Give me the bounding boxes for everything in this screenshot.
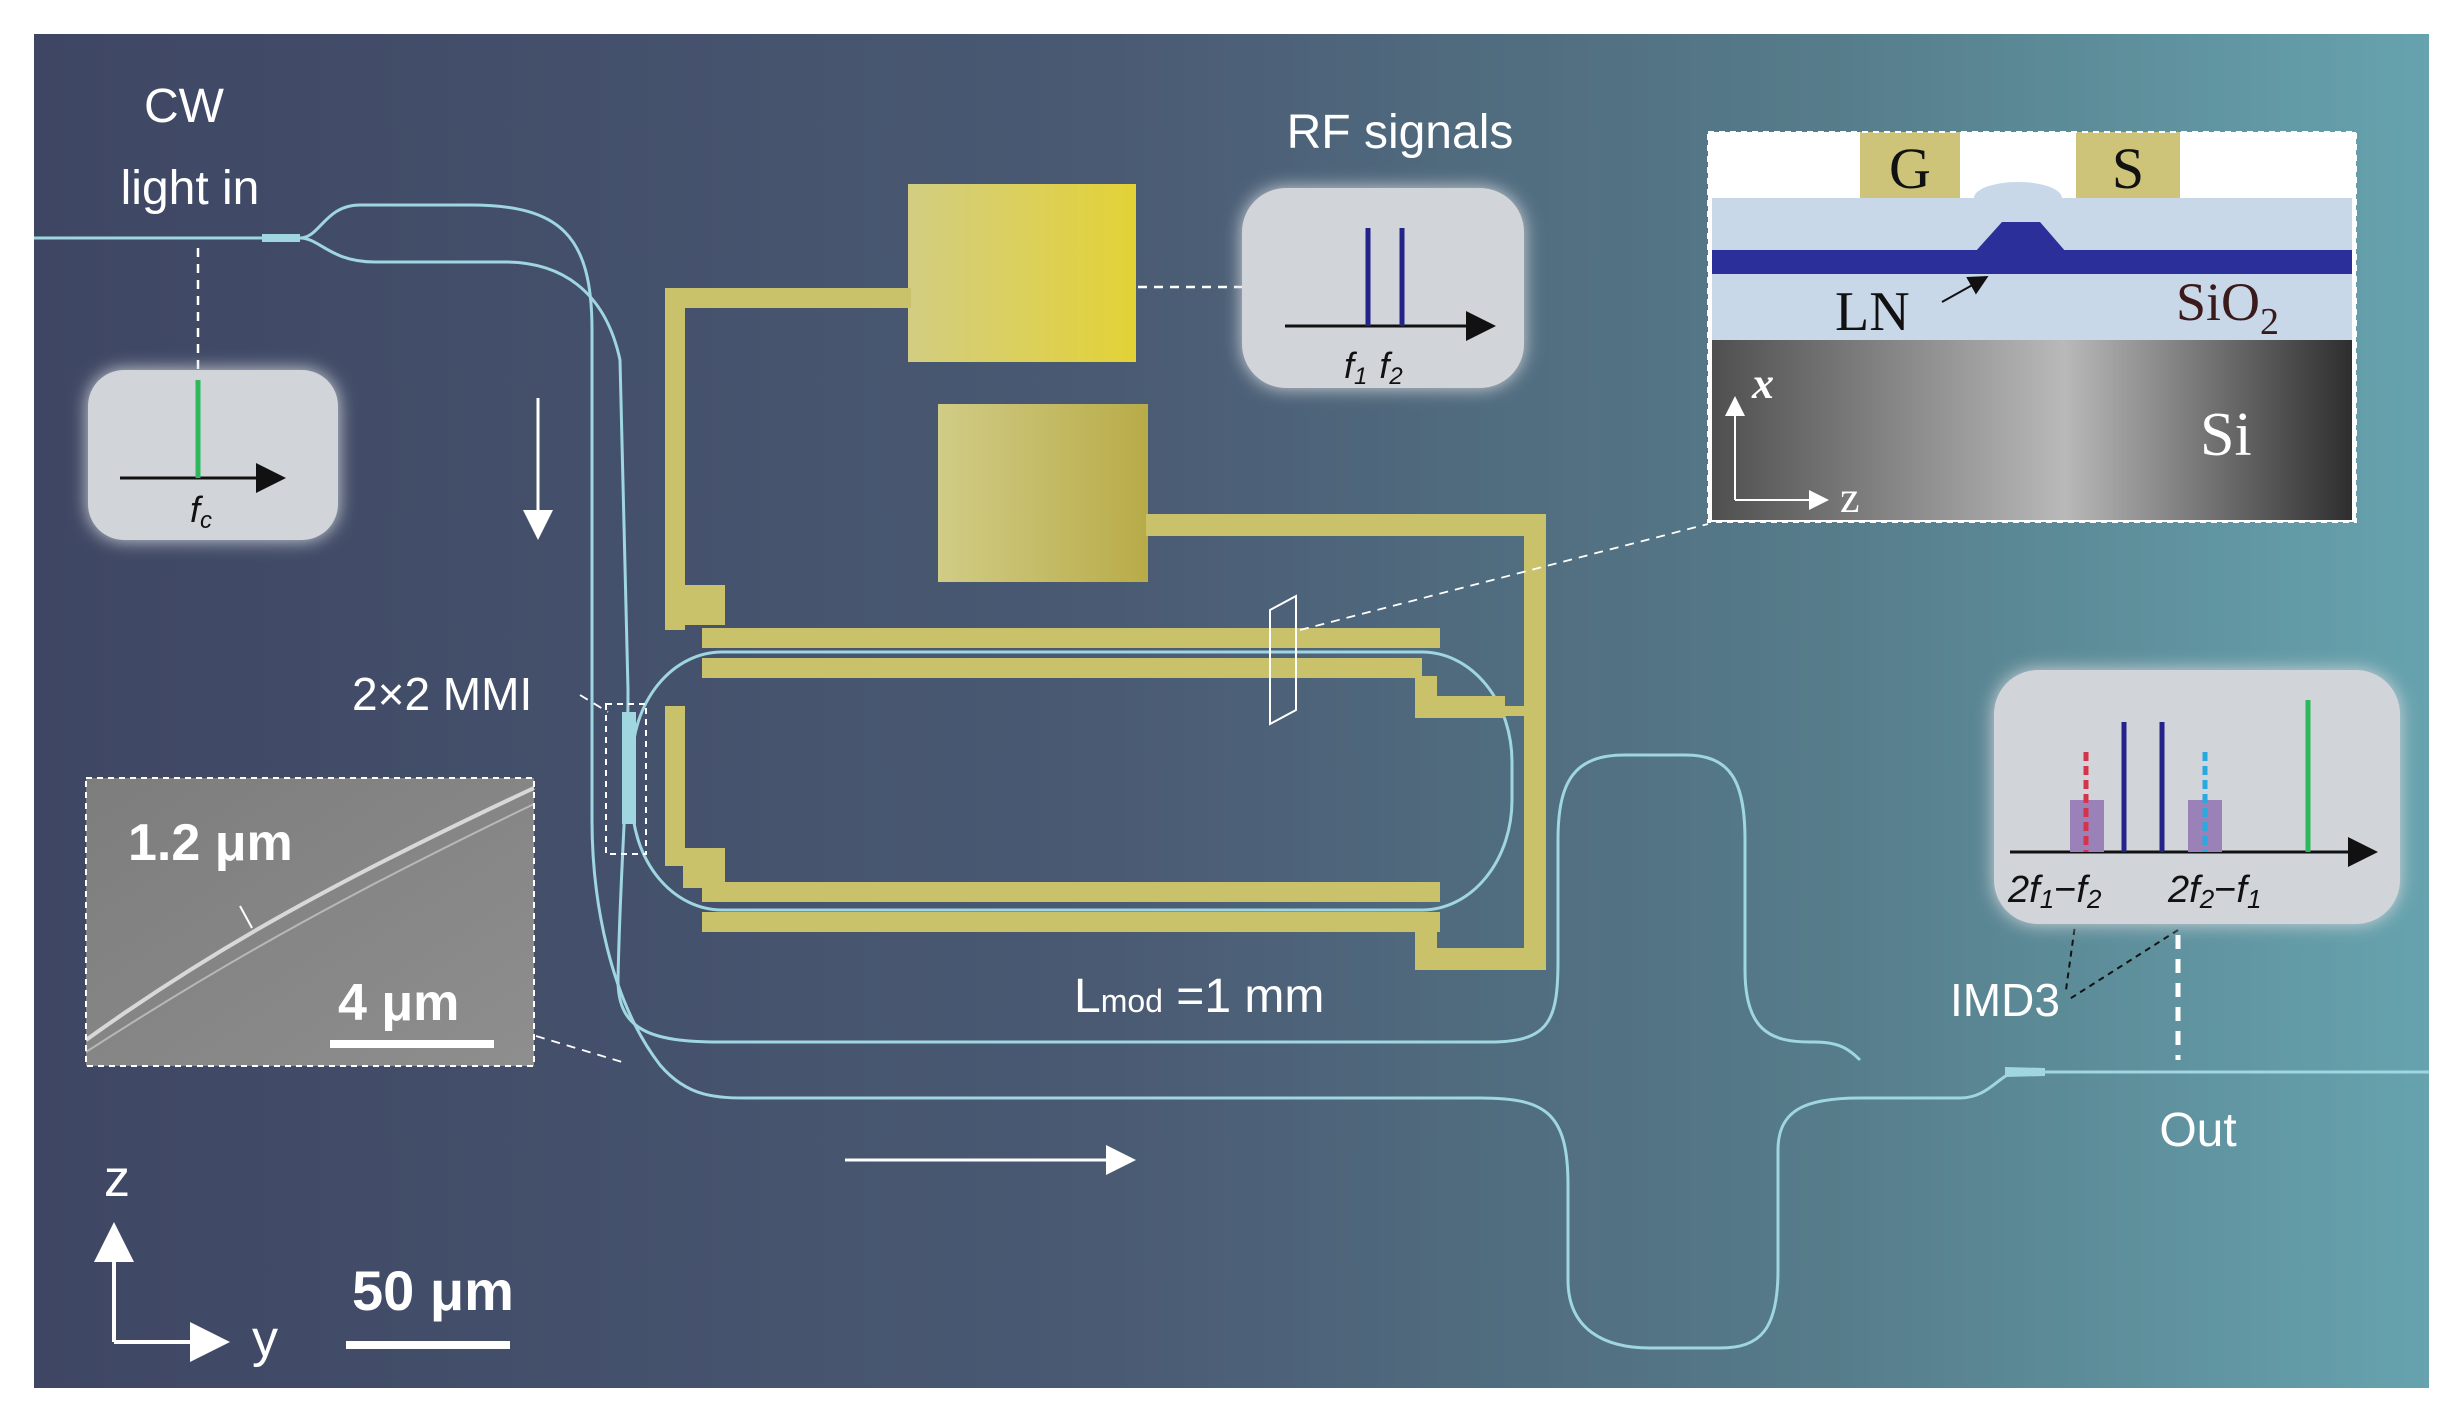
ground-pad (938, 404, 1148, 582)
signal-pad (908, 184, 1136, 362)
svg-text:2f1−f2: 2f1−f2 (2007, 869, 2102, 914)
electrode-g (1860, 132, 1960, 198)
imd3-label: IMD3 (1950, 974, 2060, 1026)
ground-step-2 (1415, 696, 1505, 718)
cw-label-line2: light in (121, 162, 260, 215)
output-taper (2005, 1067, 2045, 1077)
svg-text:x: x (1751, 359, 1774, 408)
svg-text:G: G (1889, 136, 1931, 201)
cross-section-plane (1269, 594, 1297, 726)
y-splitter-upper (299, 203, 2019, 1350)
signal-step-bot (683, 848, 725, 888)
lmod-label: Lmod =1 mm (1074, 970, 1324, 1023)
electrode-s (2076, 132, 2180, 198)
main-scale-label: 50 μm (352, 1259, 514, 1322)
cross-section-inset: G S LN SiO2 Si x z (1707, 131, 2357, 523)
electrode-bar-3 (702, 882, 1440, 902)
electrodes (665, 184, 1546, 970)
mmi-coupler (622, 712, 636, 824)
electrode-bar-4 (702, 912, 1440, 932)
mmi-highlight-box (605, 703, 647, 855)
sem-scale-label: 4 μm (338, 974, 459, 1032)
cladding-bump (1974, 182, 2062, 214)
out-label: Out (2159, 1104, 2236, 1157)
ground-feed-top (1146, 514, 1546, 536)
signal-feed-left (665, 288, 685, 630)
input-spectrum-inset: fc (88, 370, 338, 540)
sem-inset: 1.2 μm 4 μm (84, 777, 535, 1067)
svg-text:y: y (252, 1310, 278, 1368)
cw-label-line1: CW (144, 80, 225, 133)
input-taper (262, 234, 300, 242)
mmi-leader (579, 694, 609, 713)
sem-width-label: 1.2 μm (128, 814, 293, 872)
ground-step-5 (1415, 948, 1525, 970)
svg-text:z: z (1840, 473, 1860, 522)
output-spectrum-inset: 2f1−f2 2f2−f1 (1994, 670, 2400, 924)
ground-step-3 (1490, 706, 1530, 716)
signal-step-top (683, 585, 725, 625)
svg-text:SiO2: SiO2 (2176, 272, 2279, 343)
leader-lines (196, 248, 1709, 1063)
y-splitter-lower (299, 236, 1862, 1062)
svg-text:S: S (2112, 136, 2144, 201)
cross-section-leader (1299, 523, 1709, 631)
si-substrate (1712, 340, 2352, 520)
sem-waveguide-edge (84, 786, 535, 1042)
ground-feed-right (1524, 514, 1546, 970)
coordinate-axes: z y (94, 1150, 278, 1368)
imd3-leaders (2065, 917, 2179, 1001)
svg-text:LN: LN (1835, 281, 1910, 343)
electrode-bar-2 (702, 658, 1422, 678)
electrode-bar-1 (702, 628, 1440, 648)
svg-text:z: z (104, 1150, 130, 1208)
rf-signals-label: RF signals (1287, 106, 1514, 159)
svg-text:Si: Si (2200, 401, 2252, 469)
signal-left-lower (665, 706, 685, 866)
signal-feed-top (665, 288, 911, 308)
ln-film (1712, 250, 2352, 274)
ln-ridge (1975, 222, 2066, 252)
mmi-label: 2×2 MMI (352, 668, 532, 720)
svg-text:2f2−f1: 2f2−f1 (2167, 869, 2261, 914)
